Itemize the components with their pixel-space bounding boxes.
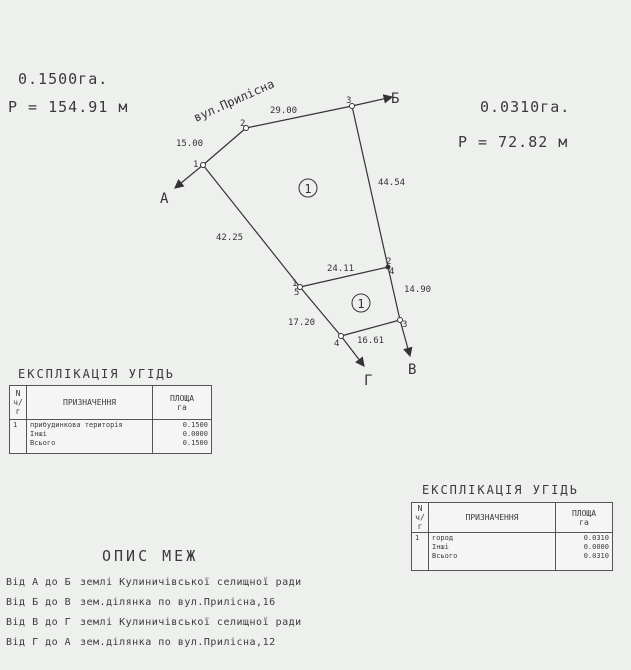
expl1-col-purpose: ПРИЗНАЧЕННЯ: [26, 385, 153, 420]
boundaries-title: ОПИС МЕЖ: [102, 547, 199, 565]
expl2-row-values: 0.0310 0.0000 0.0310: [555, 532, 613, 571]
dir-b: Б: [391, 91, 399, 107]
point-q4: 4: [389, 267, 394, 277]
boundary-1-2: [202, 127, 247, 166]
dim-q5-q4b: 17.20: [288, 318, 315, 328]
boundary-2-3: [245, 105, 353, 129]
dim-1-q1: 42.25: [216, 233, 243, 243]
boundary-row: Від А до Б землі Кулиничівської селищної…: [6, 577, 302, 588]
expl1-title: ЕКСПЛІКАЦІЯ УГІДЬ: [18, 367, 175, 381]
boundary-q4b-q5: [299, 286, 342, 337]
plot1-label: 1: [304, 182, 311, 196]
point-q2: 2: [386, 257, 391, 267]
boundary-q4-q3: [387, 266, 401, 321]
dir-a: А: [160, 191, 169, 207]
vertex-q2: [385, 264, 391, 270]
vertex-2: [243, 125, 249, 131]
dir-g: Г: [364, 373, 372, 389]
plot-plan: 1 1 вул.Прилісна А Б В Г 15.00 29.00 44.…: [160, 77, 431, 389]
expl1-row-n: 1: [9, 419, 27, 454]
expl2-row-items: город Інші Всього: [428, 532, 556, 571]
vertex-q1: [297, 284, 303, 290]
arrow-g: [340, 335, 365, 367]
plot2-perimeter: P = 72.82 м: [458, 133, 569, 151]
vertex-q3: [397, 317, 403, 323]
expl1-row-values: 0.1500 0.0000 0.1500: [152, 419, 212, 454]
vertex-3: [349, 103, 355, 109]
expl2-title: ЕКСПЛІКАЦІЯ УГІДЬ: [422, 483, 579, 497]
arrow-b: [351, 94, 394, 107]
street-name: вул.Прилісна: [192, 77, 277, 125]
dir-v: В: [408, 362, 416, 378]
plot2-label: 1: [357, 297, 364, 311]
boundary-row: Від В до Г землі Кулиничівської селищної…: [6, 617, 302, 628]
boundaries-list: Від А до Б землі Кулиничівської селищної…: [6, 577, 336, 657]
plot1-area: 0.1500га.: [18, 70, 109, 88]
plot1-marker: [298, 178, 318, 198]
arrow-v: [399, 319, 413, 358]
boundary-row: Від Г до А зем.ділянка по вул.Прилісна,1…: [6, 637, 276, 648]
dim-1-2: 15.00: [176, 139, 203, 149]
boundary-q3-q4b: [340, 319, 401, 337]
point-q1: 1: [292, 279, 297, 289]
point-q4b: 4: [334, 339, 339, 349]
expl2-row-n: 1: [411, 532, 429, 571]
point-3: 3: [346, 96, 351, 106]
point-2: 2: [240, 119, 245, 129]
plot2-area: 0.0310га.: [480, 98, 571, 116]
arrow-a: [174, 164, 204, 189]
dim-q1-q2: 24.11: [327, 264, 354, 274]
boundary-q1-1: [202, 164, 301, 288]
point-q5: 5: [294, 288, 299, 298]
vertex-1: [200, 162, 206, 168]
expl1-row-items: прибудинкова територія Інші Всього: [26, 419, 153, 454]
dim-3-q2: 44.54: [378, 178, 405, 188]
dim-2-3: 29.00: [270, 106, 297, 116]
boundary-3-q2: [351, 105, 389, 268]
plot1-perimeter: P = 154.91 м: [8, 98, 129, 116]
point-1: 1: [193, 160, 198, 170]
point-q3: 3: [402, 320, 407, 330]
boundary-row: Від Б до В зем.ділянка по вул.Прилісна,1…: [6, 597, 276, 608]
dim-q4-q3: 14.90: [404, 285, 431, 295]
plot2-marker: [351, 293, 371, 313]
expl2-col-purpose: ПРИЗНАЧЕННЯ: [428, 502, 556, 533]
vertex-q4b: [338, 333, 344, 339]
dim-q4b-q3: 16.61: [357, 336, 384, 346]
boundary-q2-q1: [299, 266, 389, 288]
